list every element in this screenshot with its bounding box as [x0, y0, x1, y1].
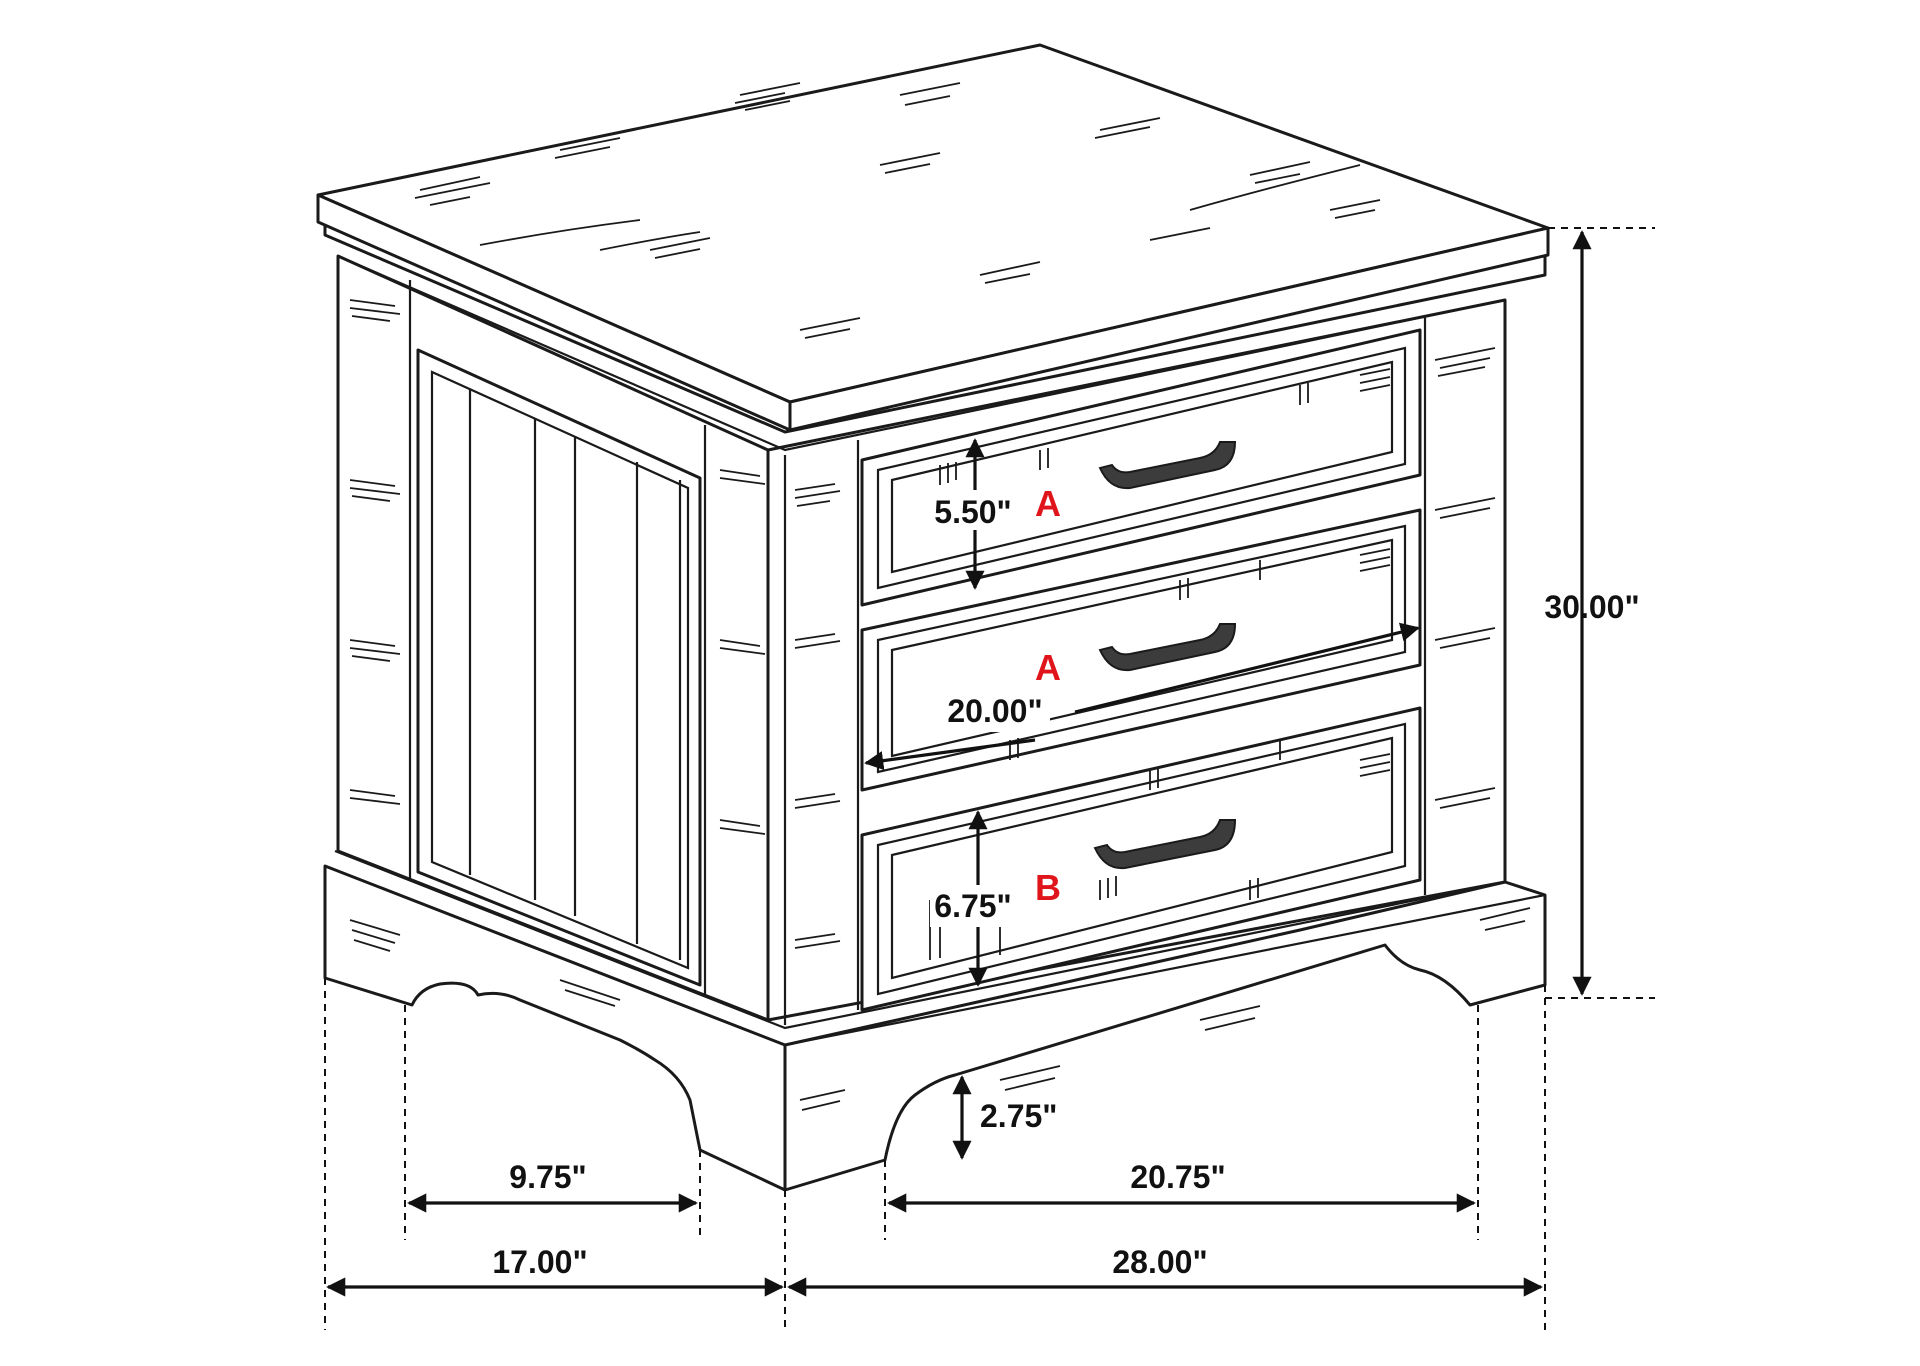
drawer-label-top: A — [1035, 483, 1061, 524]
drawer-type-labels: A A B — [1035, 483, 1061, 908]
dimension-labels: 5.50" 20.00" 6.75" 30.00" 2.75" 9.75" 20… — [492, 490, 1640, 1280]
wood-grain-texture — [349, 82, 1531, 1111]
leg-height-label: 2.75" — [980, 1098, 1057, 1134]
drawer-width-label: 20.00" — [947, 693, 1042, 729]
front-leg-span-label: 20.75" — [1130, 1159, 1225, 1195]
overall-width-label: 28.00" — [1112, 1244, 1207, 1280]
overall-height-label: 30.00" — [1544, 589, 1639, 625]
handle-middle — [1098, 623, 1237, 672]
drawer-label-bottom: B — [1035, 867, 1061, 908]
side-leg-span-label: 9.75" — [509, 1159, 586, 1195]
overall-depth-label: 17.00" — [492, 1244, 587, 1280]
dimension-lines — [324, 227, 1655, 1330]
drawer-width-arrow — [1074, 622, 1420, 714]
drawer-label-middle: A — [1035, 647, 1061, 688]
drawer-bottom-height-label: 6.75" — [934, 888, 1011, 924]
tabletop — [316, 43, 1550, 452]
drawer-top — [860, 328, 1422, 607]
handle-bottom — [1093, 819, 1237, 870]
handle-top — [1098, 441, 1237, 490]
side-panel — [336, 254, 770, 1022]
nightstand-drawing — [316, 43, 1550, 1192]
drawer-top-height-label: 5.50" — [934, 494, 1011, 530]
